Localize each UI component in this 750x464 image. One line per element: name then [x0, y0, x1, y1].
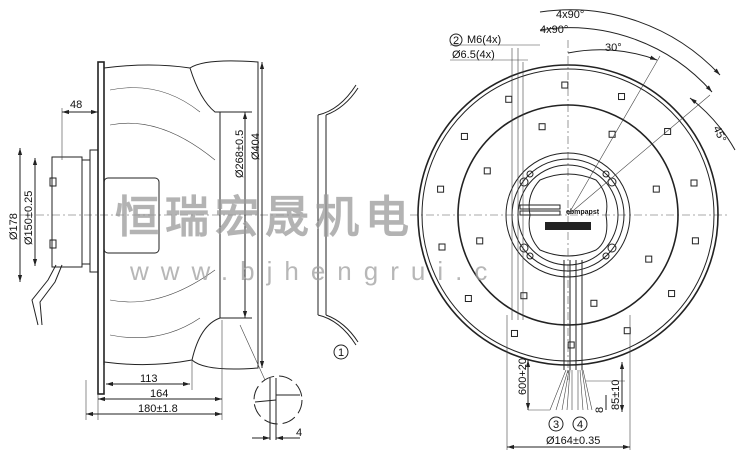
watermark-website: www.bjhengrui.c	[129, 256, 499, 286]
angle-30: 30°	[605, 42, 622, 54]
dim-dia-404: Ø404	[250, 133, 262, 160]
balance-clip	[520, 292, 528, 300]
balance-clip	[652, 185, 660, 193]
balance-clip	[618, 93, 626, 101]
balance-clip	[590, 299, 598, 307]
inner-ring	[457, 104, 679, 326]
balance-clip	[505, 95, 513, 103]
thread-label: M6(4x)	[467, 34, 501, 46]
brand-label: ebmpapst	[566, 209, 600, 216]
balance-clip	[510, 329, 518, 337]
hole-label: Ø6.5(4x)	[452, 49, 495, 61]
callout-3	[548, 416, 564, 432]
callout-2	[449, 33, 463, 47]
balance-clip	[664, 127, 672, 135]
cable-length: 600+20	[517, 358, 529, 395]
outer-ring	[417, 64, 719, 366]
balance-clip	[690, 179, 698, 187]
balance-clip	[567, 341, 575, 349]
impeller	[103, 60, 259, 370]
balance-clip	[460, 132, 468, 140]
dim-85: 85±10	[610, 379, 622, 410]
balance-clip	[438, 243, 446, 251]
dim-113: 113	[140, 373, 158, 385]
balance-clips	[437, 81, 699, 349]
callout-4-label: 4	[577, 419, 583, 431]
angle-inner: 4x90°	[540, 24, 568, 36]
dim-8: 8	[594, 407, 606, 413]
angle-outer: 4x90°	[556, 9, 584, 21]
detail-view: 4	[239, 324, 303, 441]
warning-label	[545, 222, 591, 230]
inlet-ring	[317, 84, 359, 346]
mount-holes	[519, 170, 617, 260]
watermark-company: 恒瑞宏晟机电	[115, 193, 415, 242]
balance-clip	[608, 130, 616, 138]
callout-2-label: 2	[453, 35, 459, 47]
callout-3-label: 3	[553, 419, 559, 431]
callout-1-label: 1	[338, 347, 344, 359]
front-view: ebmpapst 4x90° 4x90° 30° 45° 2 M6(4x) Ø6…	[410, 9, 736, 450]
balance-clip	[538, 123, 546, 131]
balance-clip	[437, 185, 445, 193]
balance-clip	[561, 81, 569, 89]
balance-clip	[691, 237, 699, 245]
dim-dia-178: Ø178	[8, 213, 20, 240]
side-view: 48 Ø178 Ø150±0.25 Ø268±0.5 Ø404 113 164 …	[8, 60, 359, 441]
dim-164: 164	[150, 388, 168, 400]
balance-clip	[483, 167, 491, 175]
balance-clip	[623, 327, 631, 335]
dim-180: 180±1.8	[138, 403, 178, 415]
callout-1	[333, 344, 349, 360]
angle-45: 45°	[710, 124, 728, 144]
dim-dia-164: Ø164±0.35	[546, 435, 600, 447]
balance-clip	[464, 295, 472, 303]
callout-4	[572, 416, 588, 432]
cable-wires	[549, 369, 593, 411]
mounting-plate	[97, 61, 105, 395]
dim-48: 48	[70, 99, 82, 111]
balance-clip	[668, 290, 676, 298]
dim-dia-268: Ø268±0.5	[234, 130, 246, 178]
balance-clip	[476, 237, 484, 245]
dim-detail-4: 4	[296, 427, 302, 439]
balance-clip	[645, 255, 653, 263]
dim-dia-150: Ø150±0.25	[23, 191, 35, 245]
